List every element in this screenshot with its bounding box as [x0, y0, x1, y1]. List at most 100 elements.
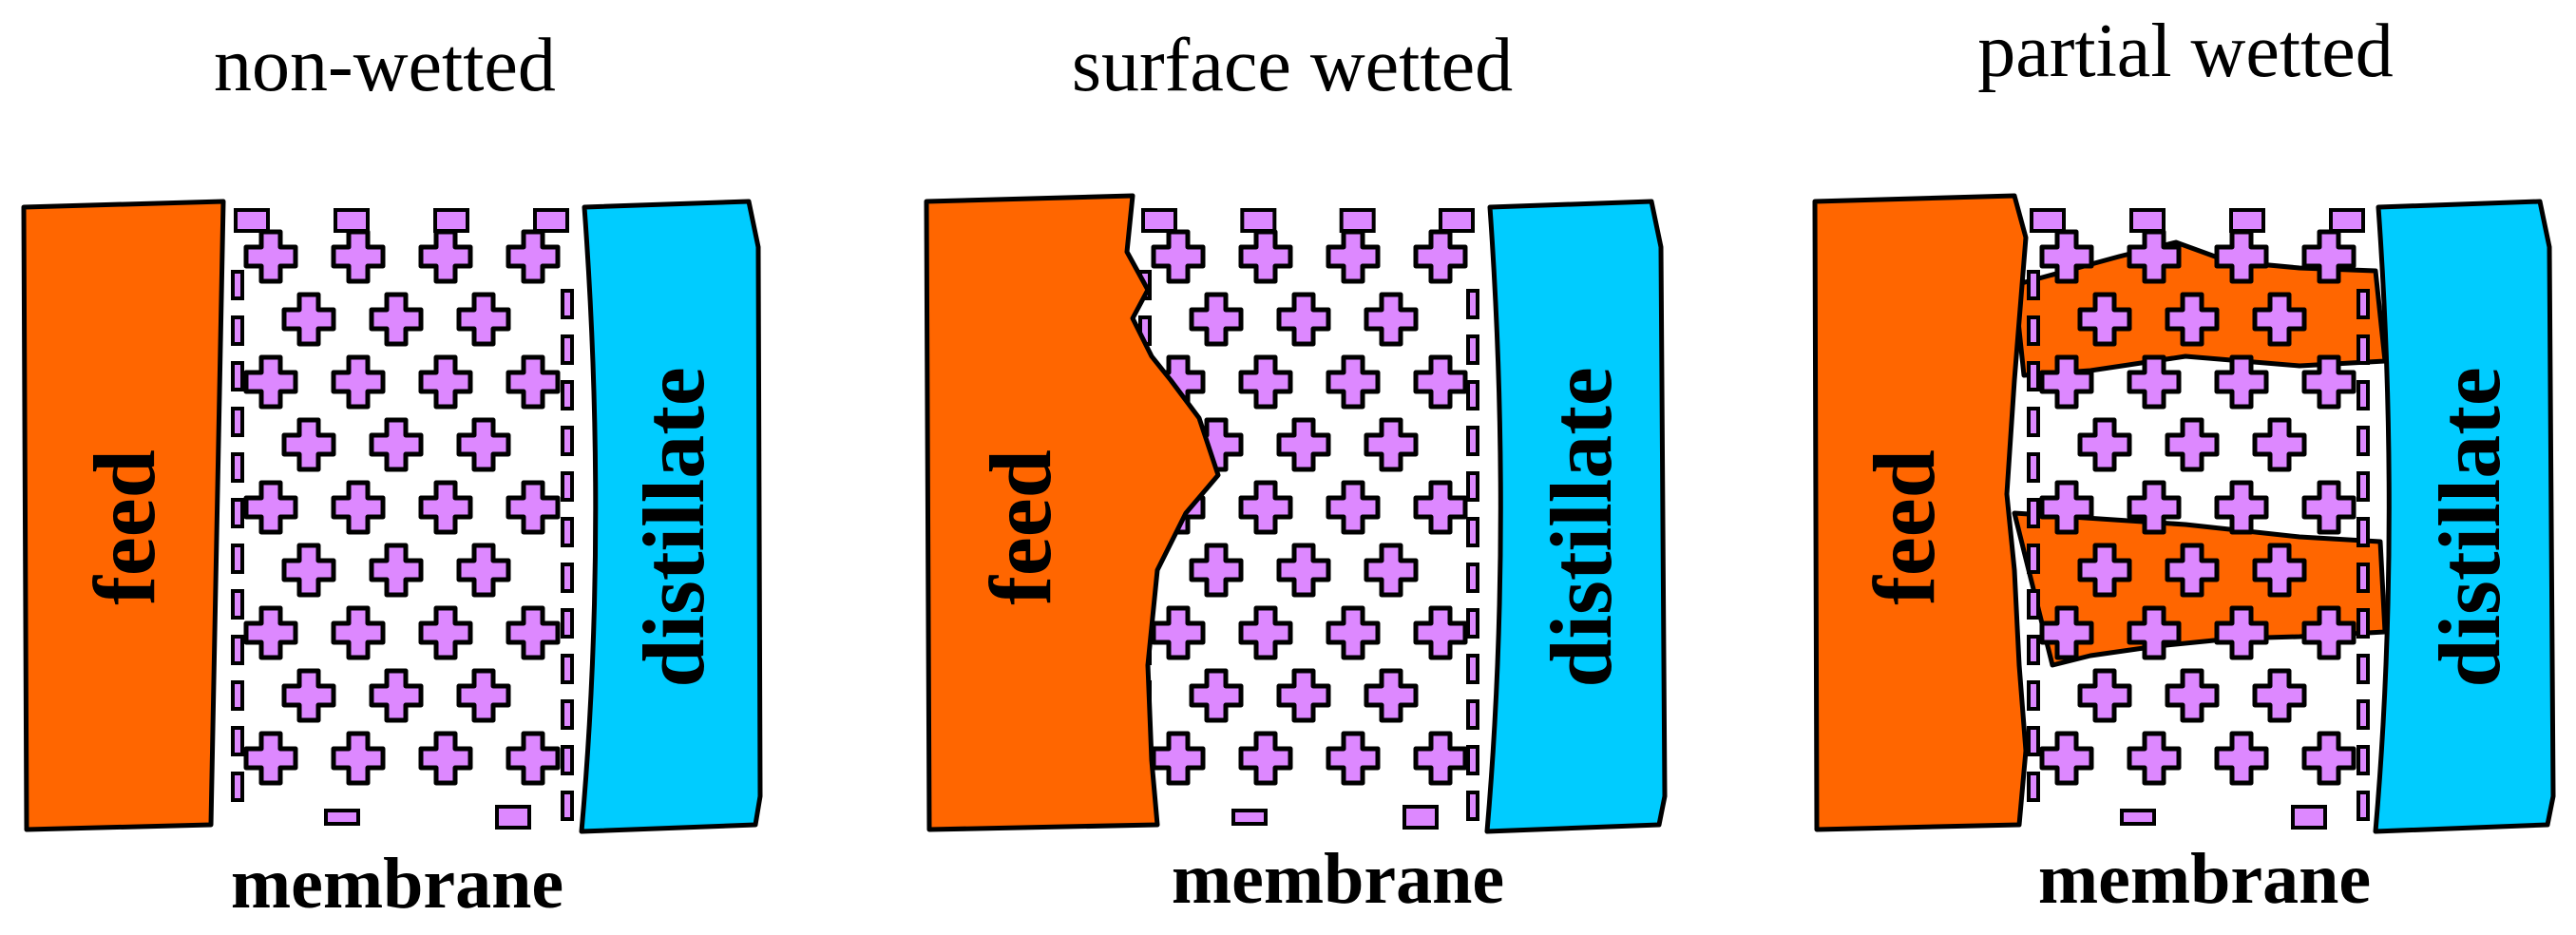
plus-particle-icon: [506, 480, 561, 535]
plus-particle-icon: [331, 354, 386, 410]
plus-particle-icon: [2077, 668, 2132, 723]
feed-block: [924, 193, 1221, 832]
plus-particle-icon: [331, 229, 386, 284]
minus-particle-icon: [1439, 208, 1475, 233]
plus-particle-icon: [2252, 543, 2307, 598]
plus-particle-icon: [2039, 354, 2094, 410]
minus-particle-icon: [231, 452, 244, 483]
plus-particle-icon: [418, 731, 473, 786]
minus-particle-icon: [231, 270, 244, 300]
minus-particle-icon: [2027, 589, 2040, 620]
plus-particle-icon: [2127, 480, 2182, 535]
minus-particle-icon: [561, 334, 574, 365]
plus-particle-icon: [2127, 605, 2182, 660]
plus-particle-icon: [2165, 543, 2220, 598]
plus-particle-icon: [2039, 480, 2094, 535]
panel-partial-wetted: partial wetted feed distillate membrane: [1812, 10, 2556, 919]
plus-particle-icon: [2127, 354, 2182, 410]
membrane-particles: [231, 208, 574, 830]
minus-particle-icon: [234, 208, 270, 233]
minus-particle-icon: [2357, 426, 2370, 456]
plus-particle-icon: [1326, 354, 1381, 410]
minus-particle-icon: [2027, 361, 2040, 391]
minus-particle-icon: [2357, 563, 2370, 593]
plus-particle-icon: [2301, 480, 2357, 535]
plus-particle-icon: [2214, 480, 2269, 535]
plus-particle-icon: [331, 480, 386, 535]
minus-particle-icon: [1466, 654, 1479, 684]
plus-particle-icon: [243, 731, 298, 786]
plus-particle-icon: [2252, 417, 2307, 472]
minus-particle-icon: [231, 315, 244, 346]
minus-particle-icon: [1466, 334, 1479, 365]
plus-particle-icon: [2214, 229, 2269, 284]
plus-particle-icon: [243, 354, 298, 410]
plus-particle-icon: [281, 292, 336, 347]
plus-particle-icon: [2165, 292, 2220, 347]
minus-particle-icon: [2357, 289, 2370, 319]
plus-particle-icon: [2039, 605, 2094, 660]
plus-particle-icon: [331, 731, 386, 786]
minus-particle-icon: [2027, 726, 2040, 756]
minus-particle-icon: [2357, 380, 2370, 410]
plus-particle-icon: [1326, 229, 1381, 284]
minus-particle-icon: [2030, 208, 2066, 233]
plus-particle-icon: [2252, 292, 2307, 347]
minus-particle-icon: [231, 635, 244, 665]
plus-particle-icon: [418, 480, 473, 535]
minus-particle-icon: [433, 208, 469, 233]
minus-particle-icon: [561, 699, 574, 730]
minus-particle-icon: [2027, 635, 2040, 665]
minus-particle-icon: [2027, 680, 2040, 711]
minus-particle-icon: [231, 589, 244, 620]
plus-particle-icon: [1276, 417, 1331, 472]
plus-particle-icon: [2165, 417, 2220, 472]
minus-particle-icon: [561, 471, 574, 502]
plus-particle-icon: [1364, 668, 1419, 723]
membrane-label: membrane: [2038, 839, 2371, 919]
minus-particle-icon: [561, 289, 574, 319]
feed-block: [21, 199, 226, 832]
plus-particle-icon: [1413, 229, 1468, 284]
minus-particle-icon: [334, 208, 370, 233]
plus-particle-icon: [2301, 229, 2357, 284]
minus-particle-icon: [2027, 772, 2040, 802]
feed-label: feed: [1856, 449, 1953, 604]
minus-particle-icon: [2357, 334, 2370, 365]
minus-particle-icon: [1466, 608, 1479, 639]
plus-particle-icon: [2077, 543, 2132, 598]
membrane-particles: [1138, 208, 1479, 830]
plus-particle-icon: [418, 605, 473, 660]
plus-particle-icon: [243, 480, 298, 535]
minus-particle-icon: [1466, 745, 1479, 775]
plus-particle-icon: [456, 543, 511, 598]
minus-particle-icon: [1466, 471, 1479, 502]
panel-surface-wetted: surface wetted feed distillate membrane: [924, 24, 1668, 919]
minus-particle-icon: [2027, 498, 2040, 528]
plus-particle-icon: [2214, 605, 2269, 660]
plus-particle-icon: [331, 605, 386, 660]
minus-particle-icon: [2027, 270, 2040, 300]
plus-particle-icon: [243, 229, 298, 284]
plus-particle-icon: [1364, 543, 1419, 598]
plus-particle-icon: [1189, 292, 1244, 347]
minus-particle-icon: [561, 791, 574, 821]
plus-particle-icon: [1238, 731, 1293, 786]
plus-particle-icon: [2039, 731, 2094, 786]
plus-particle-icon: [281, 668, 336, 723]
plus-particle-icon: [1276, 543, 1331, 598]
feed-label: feed: [972, 449, 1069, 604]
minus-particle-icon: [2027, 315, 2040, 346]
minus-particle-icon: [1466, 699, 1479, 730]
minus-particle-icon: [561, 654, 574, 684]
plus-particle-icon: [1326, 605, 1381, 660]
minus-particle-icon: [1231, 809, 1268, 826]
minus-particle-icon: [2291, 805, 2327, 830]
minus-particle-icon: [1240, 208, 1277, 233]
minus-particle-icon: [2357, 699, 2370, 730]
plus-particle-icon: [369, 668, 424, 723]
minus-particle-icon: [495, 805, 531, 830]
plus-particle-icon: [1326, 480, 1381, 535]
minus-particle-icon: [231, 361, 244, 391]
plus-particle-icon: [1413, 480, 1468, 535]
